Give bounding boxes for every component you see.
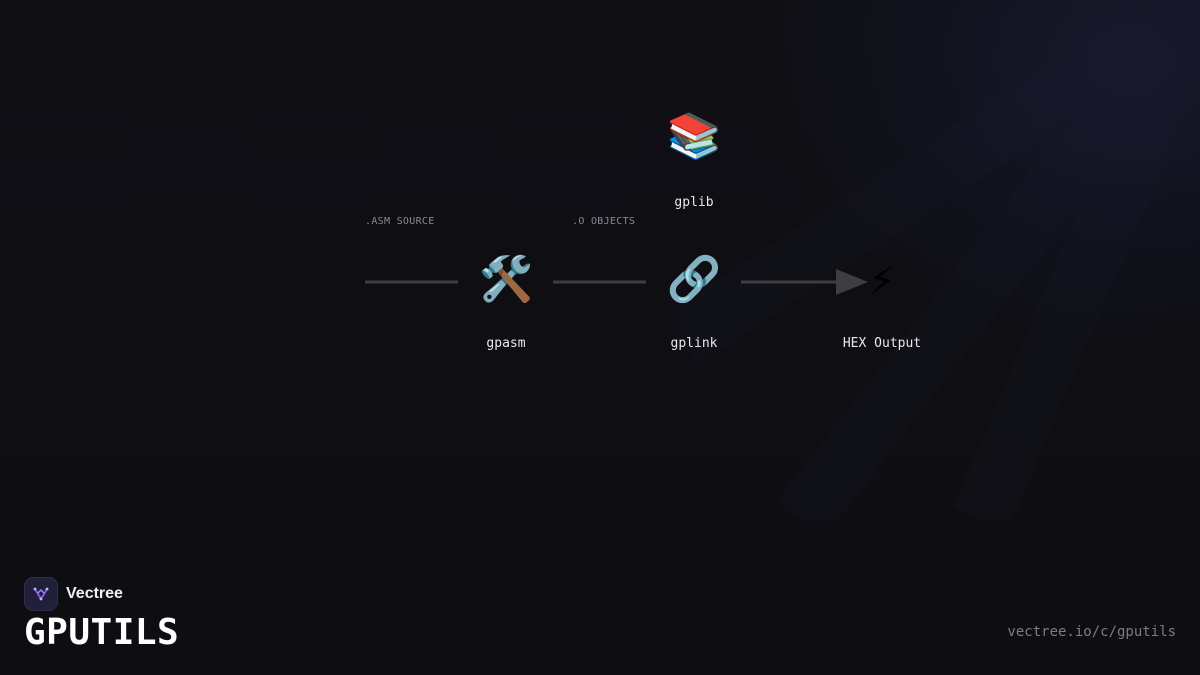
vectree-logo-icon — [24, 577, 58, 611]
edge-arrowhead — [836, 269, 868, 295]
hammer-and-wrench-icon: 🛠️ — [478, 254, 534, 305]
node-label-gplink: gplink — [670, 336, 718, 351]
page-title: GPUTILS — [24, 612, 180, 653]
books-icon: 📚 — [666, 111, 722, 162]
edge-label-o-objects: .O OBJECTS — [572, 216, 636, 227]
node-label-gplib: gplib — [674, 195, 714, 210]
brand-name: Vectree — [66, 585, 123, 602]
node-label-hex-output: HEX Output — [842, 336, 922, 351]
source-url: vectree.io/c/gputils — [1007, 624, 1176, 640]
link-icon: 🔗 — [666, 254, 722, 305]
edge-label-asm-source: .ASM SOURCE — [365, 216, 435, 227]
lightning-icon: ⚡ — [868, 254, 896, 305]
node-label-gpasm: gpasm — [486, 336, 526, 351]
brand: Vectree — [24, 577, 123, 611]
